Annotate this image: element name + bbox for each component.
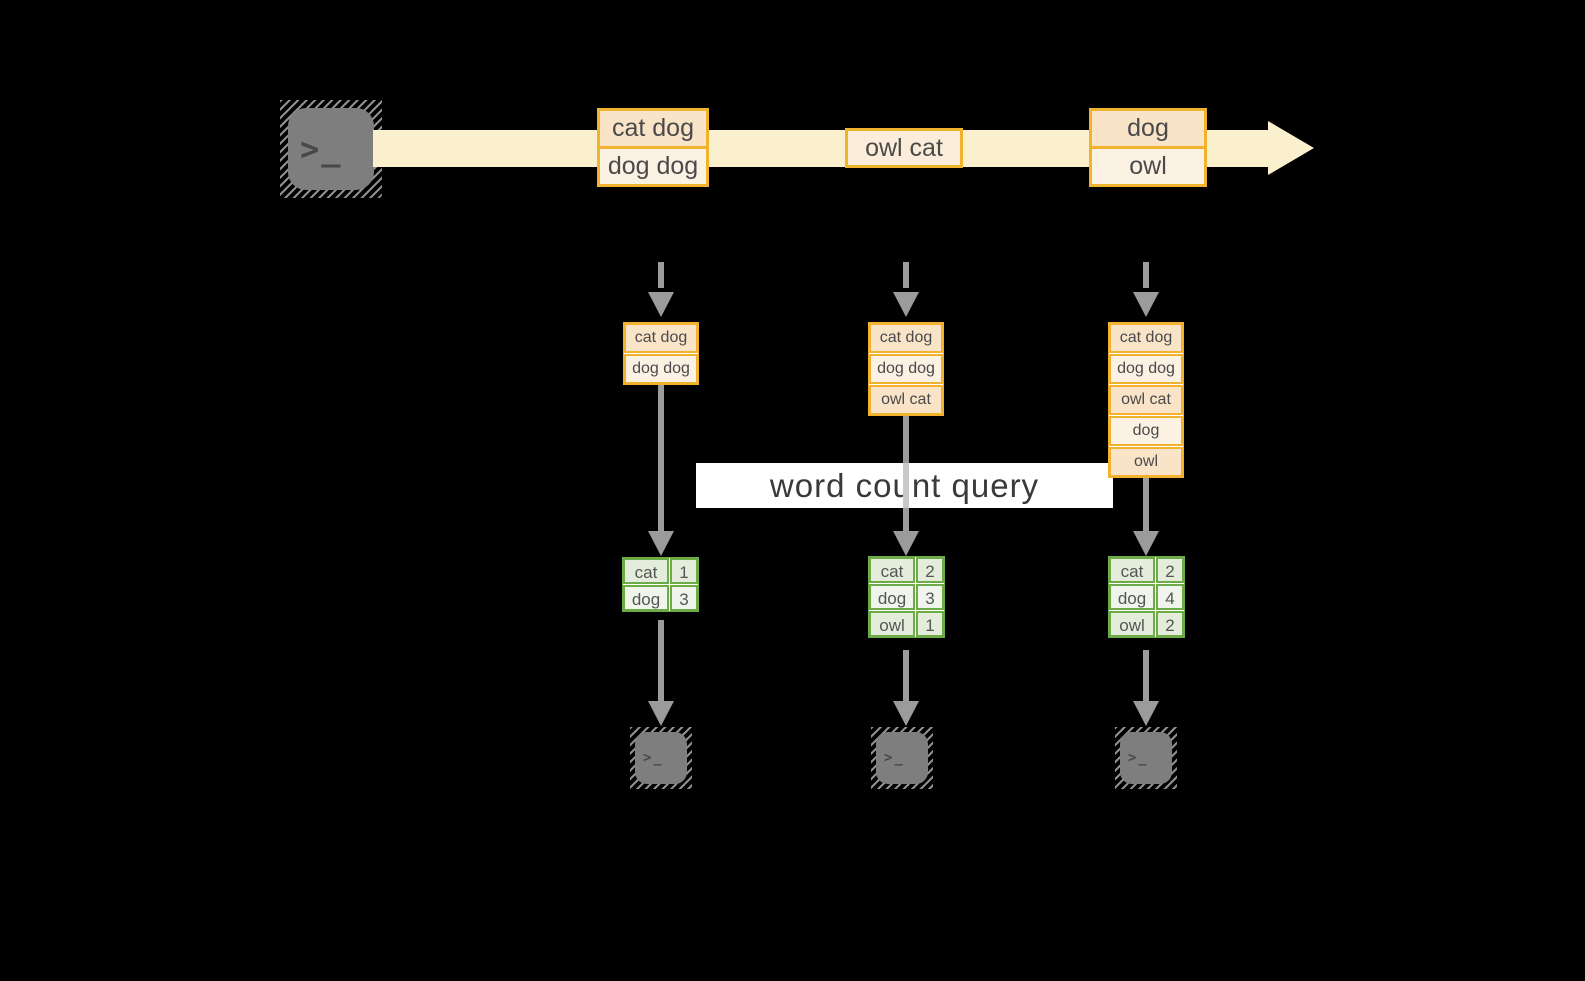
query-arrow-stem	[658, 385, 664, 532]
word-cell: owl	[869, 611, 915, 637]
stream-event-line: owl	[1092, 146, 1204, 184]
word-cell: cat	[1109, 557, 1155, 583]
word-count-table: cat 2 dog 4 owl 2	[1108, 556, 1185, 638]
query-arrowhead-icon	[893, 531, 919, 556]
stream-event-line: owl cat	[848, 131, 960, 165]
terminal-sink-icon: >_	[871, 727, 933, 789]
output-arrow-stem	[1143, 650, 1149, 702]
query-arrowhead-icon	[1133, 531, 1159, 556]
stream-event-line: dog	[1092, 111, 1204, 146]
ingest-arrowhead-icon	[648, 292, 674, 317]
buffered-event-line: owl	[1109, 447, 1183, 477]
stream-event-line: cat dog	[600, 111, 706, 146]
word-cell: dog	[1109, 584, 1155, 610]
buffered-event-line: dog dog	[1109, 354, 1183, 384]
buffered-events: cat dog dog dog owl cat dog owl	[1108, 322, 1184, 478]
word-cell: dog	[869, 584, 915, 610]
query-arrow-stem	[1143, 478, 1149, 532]
stream-event: cat dog dog dog	[597, 108, 709, 187]
count-cell: 2	[916, 557, 944, 583]
word-count-table: cat 1 dog 3	[622, 557, 699, 612]
count-cell: 3	[670, 585, 698, 611]
query-arrow-through-banner	[903, 463, 909, 508]
buffered-event-line: dog dog	[624, 354, 698, 384]
output-arrow-stem	[903, 650, 909, 702]
count-cell: 1	[670, 558, 698, 584]
buffered-event-line: owl cat	[869, 385, 943, 415]
buffered-event-line: owl cat	[1109, 385, 1183, 415]
output-arrow-stem	[658, 620, 664, 702]
output-arrowhead-icon	[1133, 701, 1159, 726]
terminal-sink-icon: >_	[1115, 727, 1177, 789]
word-cell: owl	[1109, 611, 1155, 637]
stream-event: dog owl	[1089, 108, 1207, 187]
word-cell: cat	[869, 557, 915, 583]
stream-event: owl cat	[845, 128, 963, 168]
output-arrowhead-icon	[893, 701, 919, 726]
word-cell: cat	[623, 558, 669, 584]
ingest-arrow-dash	[1143, 262, 1149, 288]
stream-arrowhead-icon	[1268, 121, 1314, 175]
count-cell: 3	[916, 584, 944, 610]
buffered-event-line: cat dog	[869, 323, 943, 353]
buffered-event-line: cat dog	[624, 323, 698, 353]
buffered-event-line: dog dog	[869, 354, 943, 384]
prompt-glyph: >_	[884, 750, 905, 766]
stream-event-line: dog dog	[600, 146, 706, 184]
output-arrowhead-icon	[648, 701, 674, 726]
buffered-events: cat dog dog dog	[623, 322, 699, 385]
ingest-arrowhead-icon	[1133, 292, 1159, 317]
ingest-arrow-dash	[903, 262, 909, 288]
ingest-arrow-dash	[658, 262, 664, 288]
count-cell: 1	[916, 611, 944, 637]
terminal-source-icon: >_	[280, 100, 382, 198]
terminal-sink-icon: >_	[630, 727, 692, 789]
count-cell: 4	[1156, 584, 1184, 610]
buffered-event-line: dog	[1109, 416, 1183, 446]
prompt-glyph: >_	[1128, 750, 1149, 766]
prompt-glyph: >_	[643, 750, 664, 766]
buffered-event-line: cat dog	[1109, 323, 1183, 353]
count-cell: 2	[1156, 611, 1184, 637]
buffered-events: cat dog dog dog owl cat	[868, 322, 944, 416]
word-cell: dog	[623, 585, 669, 611]
word-count-table: cat 2 dog 3 owl 1	[868, 556, 945, 638]
ingest-arrowhead-icon	[893, 292, 919, 317]
query-arrowhead-icon	[648, 531, 674, 556]
prompt-glyph: >_	[300, 130, 343, 168]
count-cell: 2	[1156, 557, 1184, 583]
